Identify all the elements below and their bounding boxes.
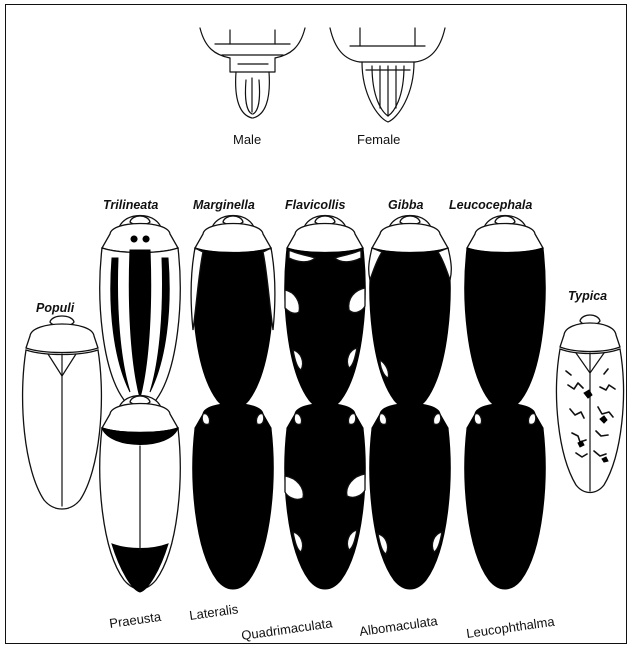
form-gibba — [369, 216, 452, 410]
form-trilineata — [100, 216, 180, 410]
form-leucocephala — [465, 216, 545, 410]
label-praeusta: Praeusta — [108, 609, 162, 631]
label-populi: Populi — [36, 301, 75, 315]
male-label: Male — [233, 132, 261, 147]
label-typica: Typica — [568, 289, 607, 303]
label-lateralis: Lateralis — [188, 601, 239, 623]
form-quadrimaculata — [285, 396, 365, 589]
label-quadrimaculata: Quadrimaculata — [240, 615, 334, 643]
label-gibba: Gibba — [388, 198, 423, 212]
form-lateralis — [193, 396, 273, 589]
form-typica — [557, 315, 624, 493]
female-label: Female — [357, 132, 400, 147]
form-leucophthalma — [465, 396, 545, 589]
label-leucophthalma: Leucophthalma — [465, 614, 556, 641]
label-leucocephala: Leucocephala — [449, 198, 532, 212]
label-trilineata: Trilineata — [103, 198, 158, 212]
male-genitalia — [200, 28, 305, 118]
label-marginella: Marginella — [193, 198, 255, 212]
form-flavicollis — [285, 216, 365, 410]
form-albomaculata — [370, 396, 450, 589]
form-marginella — [191, 216, 275, 410]
label-albomaculata: Albomaculata — [358, 613, 439, 639]
label-flavicollis: Flavicollis — [285, 198, 345, 212]
form-populi — [23, 316, 102, 509]
female-genitalia — [330, 28, 445, 122]
form-praeusta — [100, 396, 180, 593]
